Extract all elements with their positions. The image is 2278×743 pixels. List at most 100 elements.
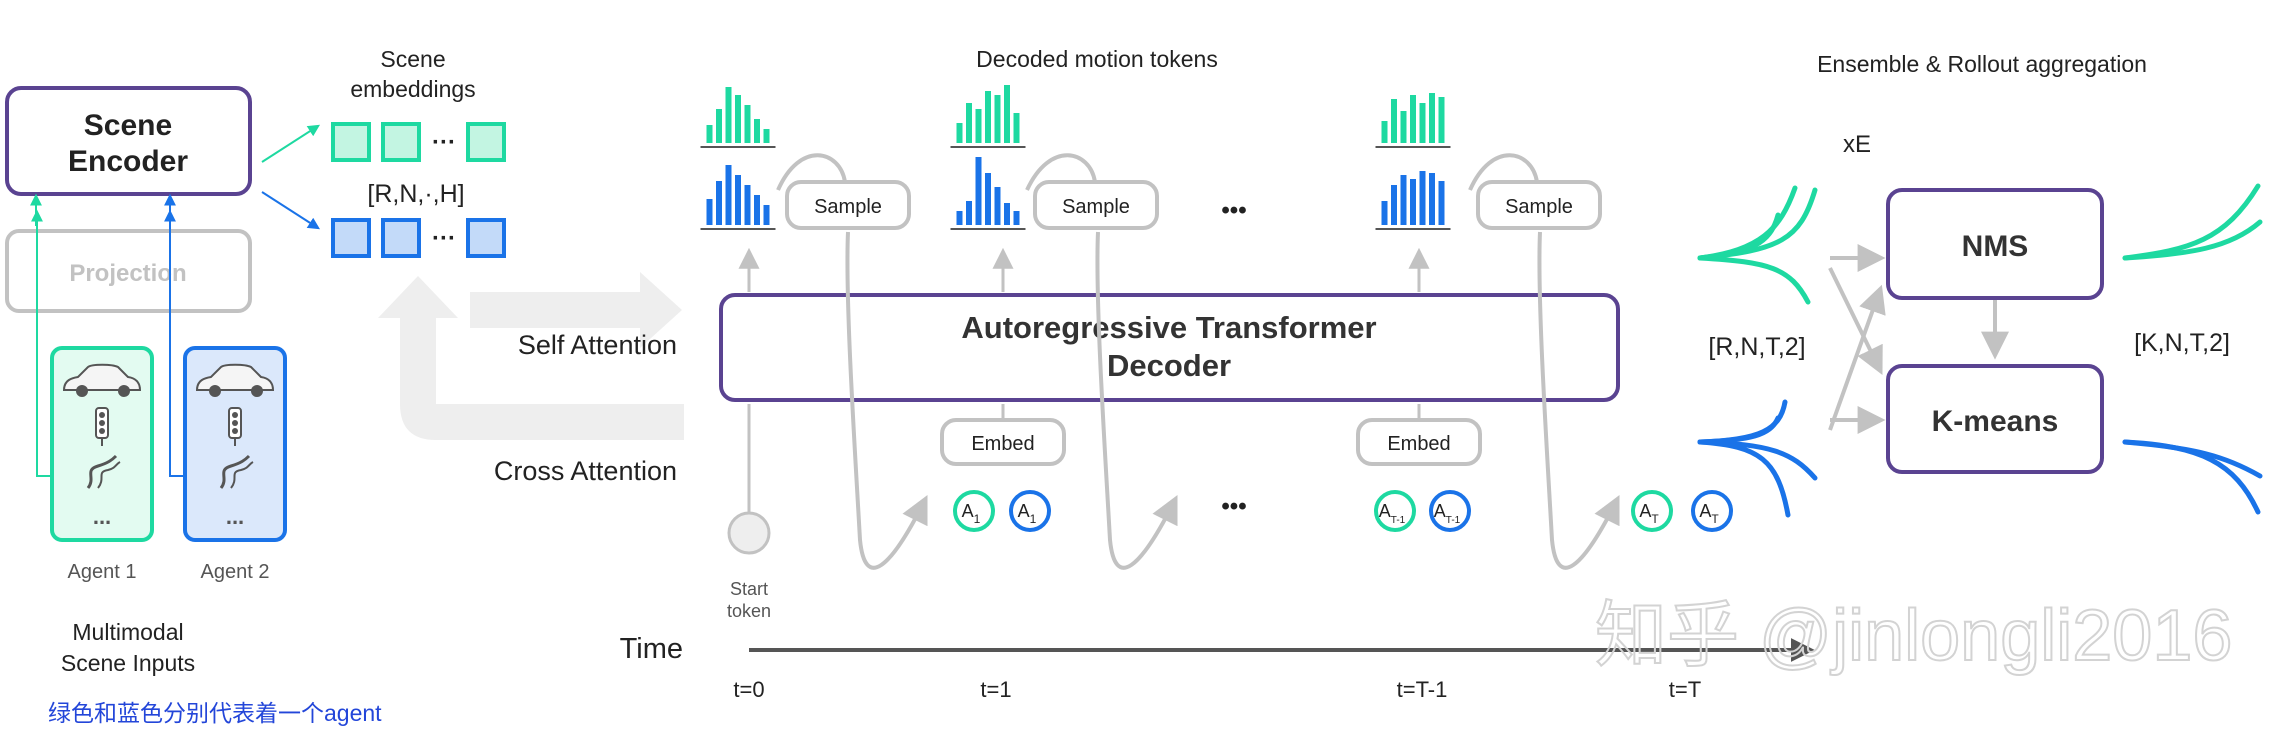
blue-distribution-bar [1400,175,1407,225]
green-distribution-bar [754,119,760,143]
ensemble-section: Ensemble & Rollout aggregation xE [R,N,T… [1697,51,2263,518]
blue-distribution-bar [985,173,991,225]
blue-row-ellipsis: ··· [432,225,456,252]
tick-t1: t=1 [980,677,1011,702]
action-token-green: AT-1 [1374,490,1416,532]
svg-text:Sample: Sample [1505,196,1573,218]
aggregation-arrows [1828,244,2009,434]
green-distribution-bar [966,103,972,143]
distribution-pair-3 [1375,93,1451,230]
nms-box [1886,188,2104,300]
green-input-trajectories [1697,185,1818,305]
green-distribution-bar [1004,85,1010,143]
color-annotation: 绿色和蓝色分别代表着一个agent [48,700,382,726]
traffic-light-icon [95,407,109,446]
input-connectors [30,193,185,477]
projection-box [5,229,252,313]
blue-distribution-bar [763,205,770,225]
projection-block: Projection [5,229,252,313]
blue-distribution-bar [1410,179,1416,225]
sample-loops [776,153,1620,570]
tick-tT-1: t=T-1 [1397,677,1448,702]
sample-box-3: Sample [1476,180,1602,230]
ensemble-title: Ensemble & Rollout aggregation [1817,51,2147,77]
nms-label: NMS [1962,230,2029,263]
token-distributions [700,85,1451,230]
ensemble-in-shape: [R,N,T,2] [1708,333,1805,361]
green-distribution-bar [1400,111,1407,143]
scene-encoder-box [5,86,252,196]
green-embedding-row [331,122,506,162]
car-icon [62,363,142,397]
blue-distribution-bar [744,185,751,225]
time-axis: Time t=0 t=1 t=T-1 t=T [620,633,1815,702]
tick-t0: t=0 [733,677,764,702]
agent-2-label: Agent 2 [201,561,270,583]
attention-arrows: Self Attention Cross Attention [378,272,684,486]
green-distribution-bar [1438,97,1445,143]
green-distribution-bar [744,105,751,143]
svg-text:Sample: Sample [1062,196,1130,218]
blue-distribution-bar [1013,211,1020,225]
blue-distribution-bar [1438,181,1445,225]
tick-tT: t=T [1669,677,1701,702]
green-distribution-bar [725,87,732,143]
action-token-blue: A1 [1009,490,1051,532]
action-token-blue: AT-1 [1429,490,1471,532]
blue-distribution-bar [956,211,963,225]
action-token-green: AT [1631,490,1673,532]
green-distribution-bar [1381,121,1388,143]
blue-distribution-bar [975,157,982,225]
time-label: Time [620,633,683,665]
cross-attention-arrow [378,276,684,440]
sample-box-1: Sample [785,180,911,230]
agent-1-ellipsis: ... [93,504,111,529]
embed-box-2: Embed [1356,418,1482,466]
agent-1-card: ... [50,346,154,542]
svg-text:Embed: Embed [971,433,1034,455]
decoder-box [719,293,1620,402]
road-icon [219,454,254,489]
projection-label: Projection [69,260,186,287]
distribution-pair-2 [950,85,1026,230]
action-token-blue: AT [1691,490,1733,532]
blue-distribution-bar [1391,185,1397,225]
green-distribution-bar [735,95,741,143]
agent-1-label: Agent 1 [68,561,137,583]
blue-distribution-bar [1419,171,1426,225]
road-icon [86,454,121,489]
blue-distribution-bar [1381,201,1388,225]
green-distribution-bar [1419,103,1426,143]
blue-distribution-bar [706,199,713,225]
blue-embedding-row [331,218,506,258]
action-token-green: A1 [953,490,995,532]
green-distribution-bar [975,109,982,143]
embeddings-shape: [R,N,·,H] [367,180,464,208]
green-distribution-bar [994,95,1001,143]
svg-text:Embed: Embed [1387,433,1450,455]
cross-attention-label: Cross Attention [494,456,677,486]
blue-distribution-bar [1004,203,1010,225]
blue-input-trajectories [1697,399,1818,518]
blue-output-trajectories [2122,439,2263,515]
kmeans-box [1886,364,2104,474]
blue-distribution-bar [735,175,741,225]
green-distribution-bar [985,91,991,143]
watermark: 知乎 @jinlongli2016 [1595,596,2232,676]
green-distribution-bar [1410,95,1416,143]
traffic-light-icon [228,407,242,446]
agent-2-ellipsis: ... [226,504,244,529]
green-distribution-bar [1429,93,1435,143]
ensemble-out-shape: [K,N,T,2] [2134,329,2230,357]
green-distribution-bar [716,109,722,143]
embed-box-1: Embed [940,418,1066,466]
